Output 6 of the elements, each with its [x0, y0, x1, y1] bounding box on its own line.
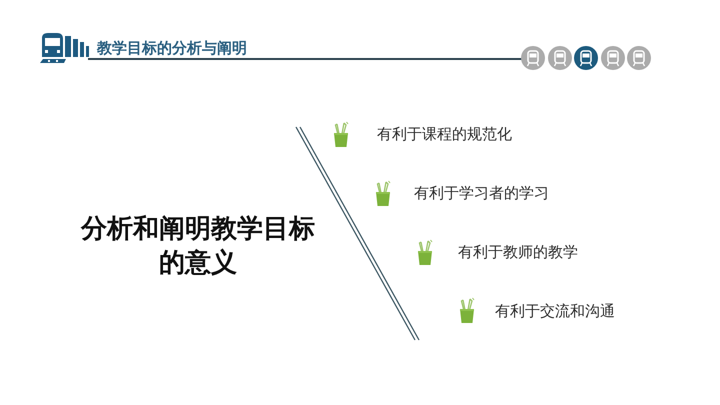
- slide-title: 教学目标的分析与阐明: [97, 38, 247, 58]
- list-item: 有利于课程的规范化: [377, 124, 512, 144]
- topic-heading: 分析和阐明教学目标的意义: [80, 213, 316, 280]
- list-item: 有利于学习者的学习: [414, 183, 549, 203]
- list-item: 有利于交流和沟通: [495, 301, 615, 321]
- list-item: 有利于教师的教学: [458, 242, 578, 262]
